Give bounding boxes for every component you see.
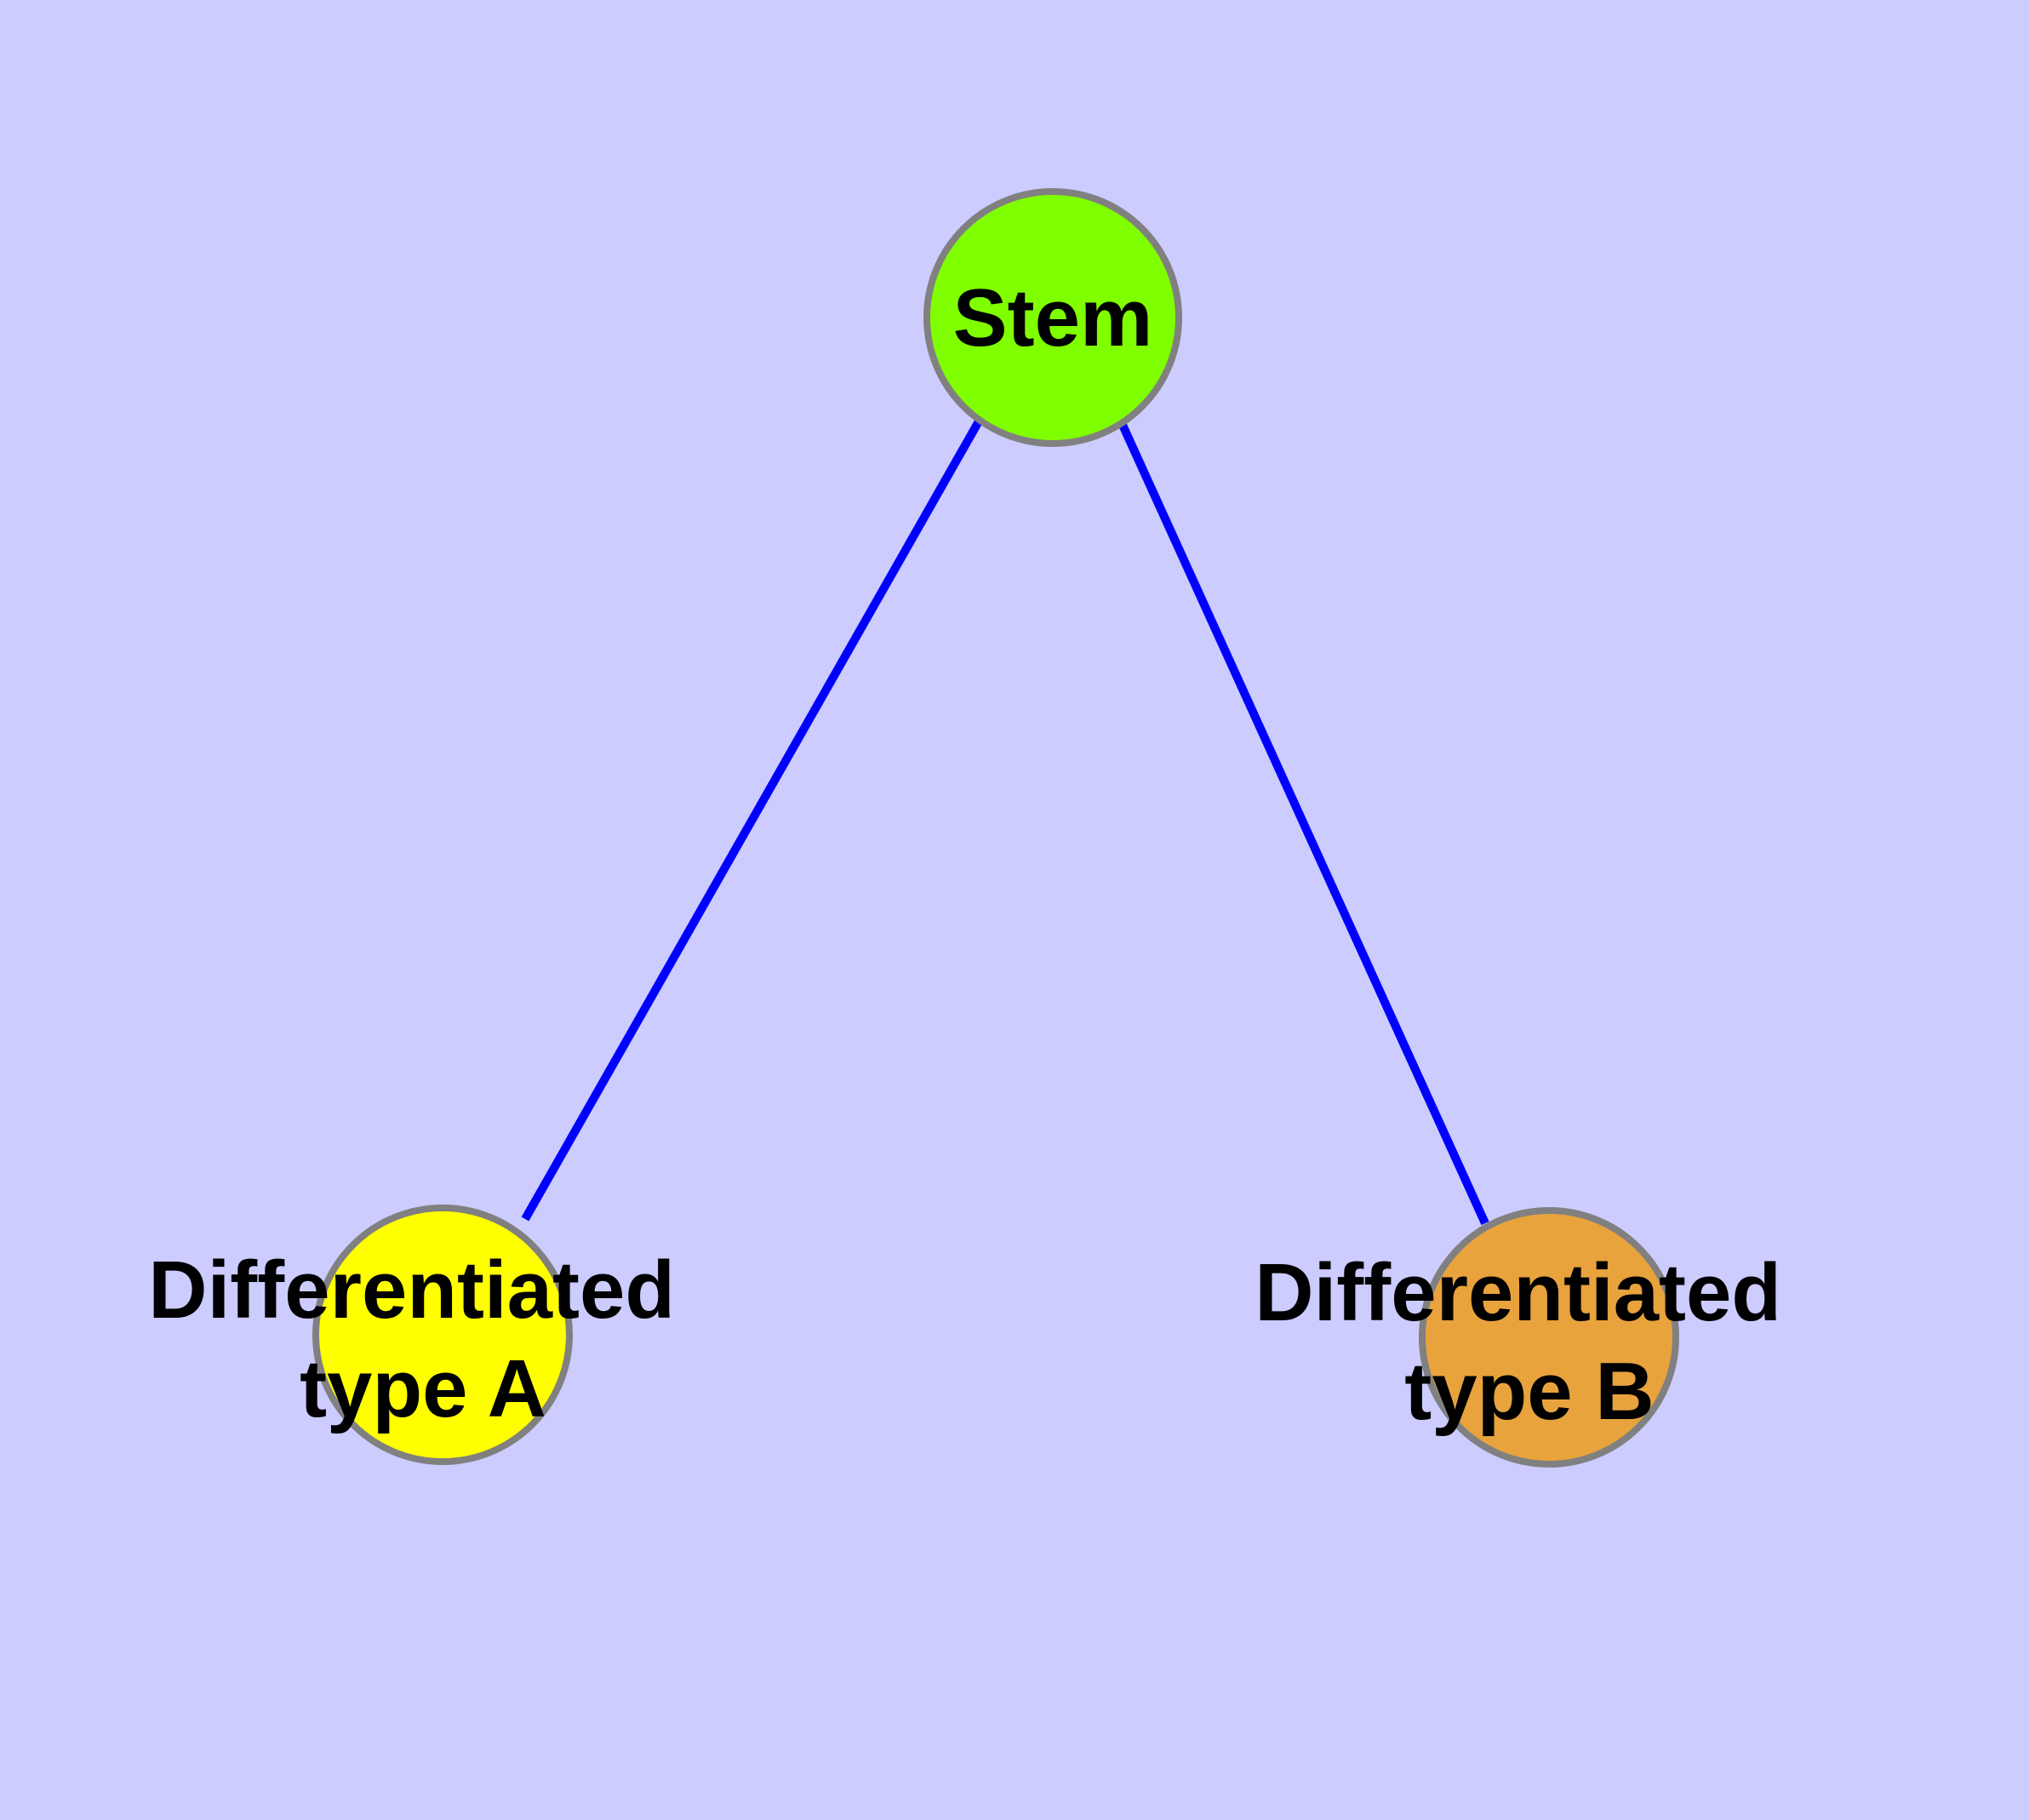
node-differentiated-type-a-label-line-1: Differentiated xyxy=(148,1245,675,1336)
node-differentiated-type-a-circle[interactable] xyxy=(312,1205,573,1465)
node-stem-label-line-1: Stem xyxy=(953,272,1153,363)
node-differentiated-type-a[interactable]: Differentiated type A xyxy=(148,1205,697,1465)
edge-stem-to-differentiated-type-b[interactable] xyxy=(1117,421,1489,1226)
node-stem-label: Stem xyxy=(953,272,1153,363)
edge-layer xyxy=(521,419,1489,1226)
node-differentiated-type-b[interactable]: Differentiated type B xyxy=(1255,1207,1803,1468)
node-stem[interactable]: Stem xyxy=(923,188,1182,447)
node-differentiated-type-b-label-line-1: Differentiated xyxy=(1255,1247,1781,1338)
node-differentiated-type-b-label: Differentiated type B xyxy=(1255,1247,1803,1437)
node-differentiated-type-a-label: Differentiated type A xyxy=(148,1245,697,1434)
node-stem-circle[interactable] xyxy=(923,188,1182,447)
edge-stem-to-differentiated-type-a[interactable] xyxy=(521,419,983,1222)
node-differentiated-type-a-label-line-2: type A xyxy=(300,1343,546,1434)
node-differentiated-type-b-circle[interactable] xyxy=(1419,1207,1679,1468)
node-differentiated-type-b-label-line-2: type B xyxy=(1404,1346,1654,1437)
